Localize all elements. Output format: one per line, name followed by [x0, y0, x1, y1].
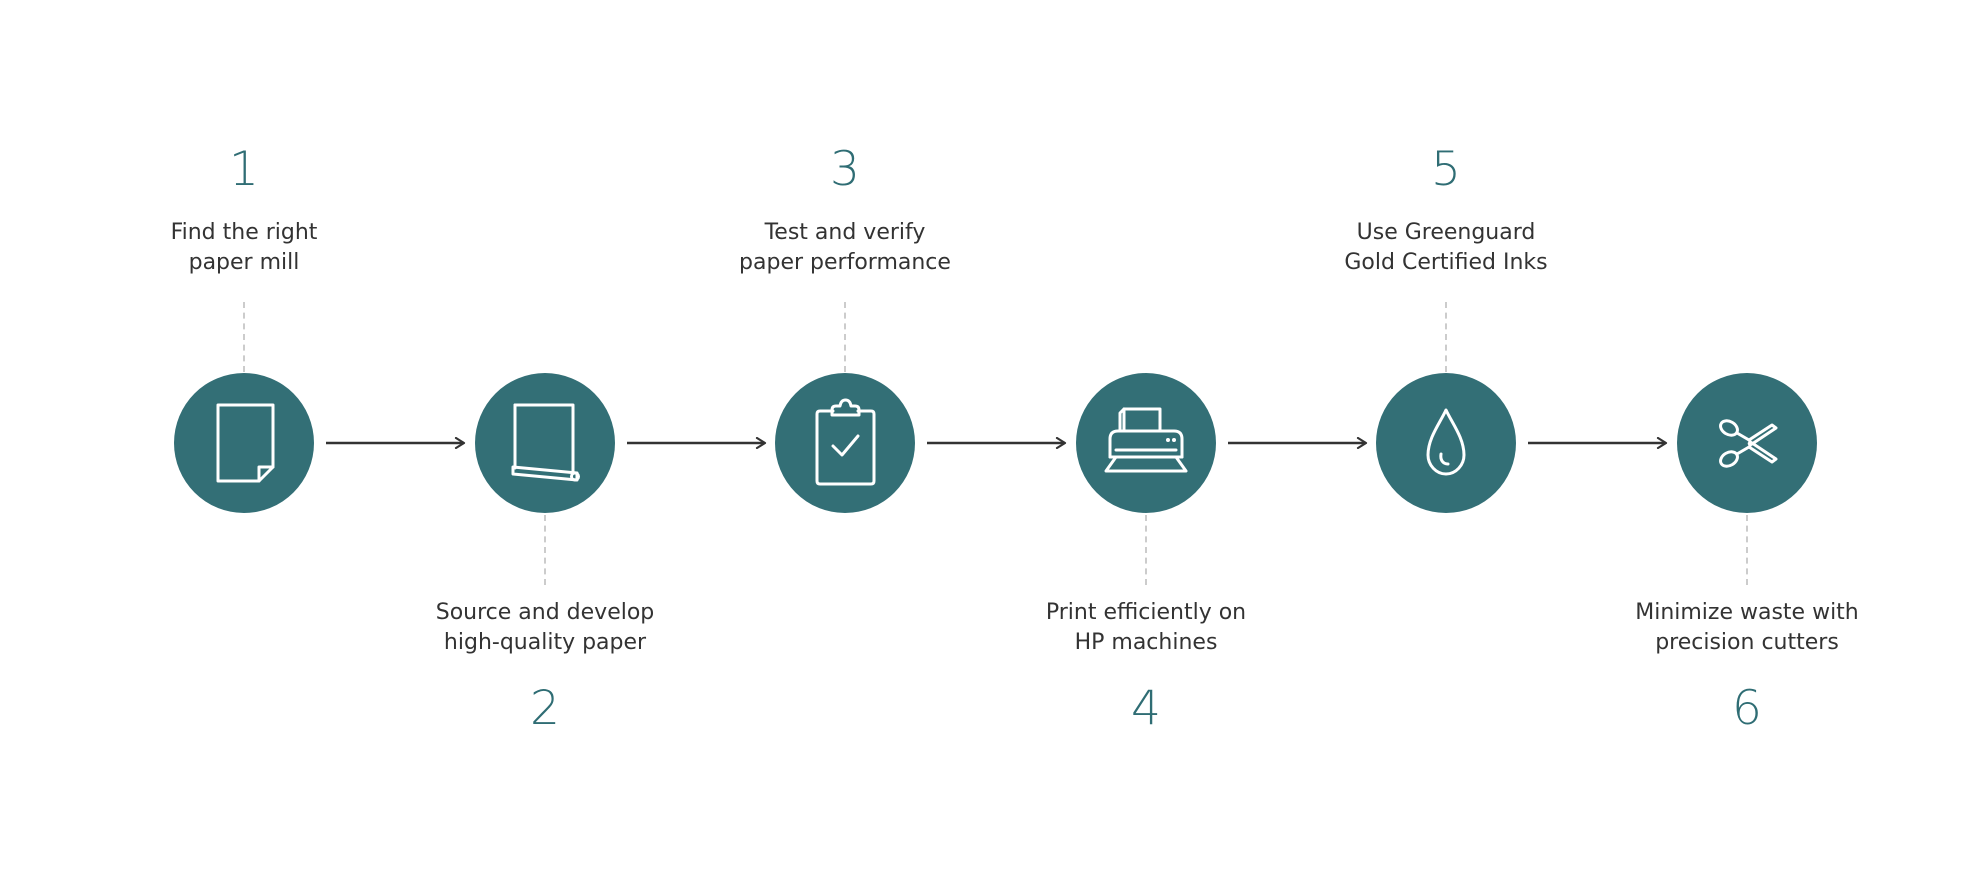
step-number: 1	[229, 142, 259, 197]
connector-line	[1445, 302, 1447, 372]
step-icon-circle[interactable]	[1076, 373, 1216, 513]
step-label: Find the right paper mill	[94, 218, 394, 278]
step-5: 5 Use Greenguard Gold Certified Inks	[1296, 0, 1596, 873]
step-number: 3	[830, 142, 860, 197]
printer-icon	[1104, 407, 1188, 473]
step-6: Minimize waste with precision cutters 6	[1597, 0, 1897, 873]
connector-line	[844, 302, 846, 372]
step-label-line: precision cutters	[1655, 630, 1839, 655]
step-label-line: Print efficiently on	[1045, 600, 1247, 625]
connector-line	[544, 515, 546, 585]
step-label-line: paper performance	[739, 250, 951, 275]
step-4: Print efficiently on HP machines 4	[996, 0, 1296, 873]
step-number: 6	[1732, 681, 1762, 736]
step-label-line: Use Greenguard	[1356, 220, 1536, 245]
paper-roll-icon	[511, 403, 580, 482]
ink-drop-icon	[1426, 408, 1466, 476]
step-icon-circle[interactable]	[475, 373, 615, 513]
step-label-line: Find the right	[170, 220, 318, 245]
step-2: Source and develop high-quality paper 2	[395, 0, 695, 873]
step-label-line: Gold Certified Inks	[1344, 250, 1548, 275]
step-number: 5	[1431, 142, 1461, 197]
step-label-line: Test and verify	[764, 220, 926, 245]
step-number: 4	[1131, 681, 1161, 736]
step-label: Print efficiently on HP machines	[996, 598, 1296, 658]
clipboard-check-icon	[815, 398, 876, 486]
paper-sheet-icon	[216, 403, 275, 483]
step-3: 3 Test and verify paper performance	[695, 0, 995, 873]
step-icon-circle[interactable]	[174, 373, 314, 513]
connector-line	[243, 302, 245, 372]
step-icon-circle[interactable]	[1677, 373, 1817, 513]
connector-line	[1145, 515, 1147, 585]
step-label-line: Minimize waste with	[1635, 600, 1859, 625]
step-label-line: Source and develop	[435, 600, 655, 625]
step-icon-circle[interactable]	[1376, 373, 1516, 513]
step-label: Use Greenguard Gold Certified Inks	[1296, 218, 1596, 278]
step-label-line: paper mill	[188, 250, 300, 275]
step-icon-circle[interactable]	[775, 373, 915, 513]
step-1: 1 Find the right paper mill	[94, 0, 394, 873]
connector-line	[1746, 515, 1748, 585]
scissors-icon	[1719, 419, 1778, 468]
step-label: Minimize waste with precision cutters	[1597, 598, 1897, 658]
step-label-line: HP machines	[1074, 630, 1218, 655]
step-number: 2	[530, 681, 560, 736]
step-label-line: high-quality paper	[443, 630, 647, 655]
step-label: Source and develop high-quality paper	[395, 598, 695, 658]
step-label: Test and verify paper performance	[695, 218, 995, 278]
